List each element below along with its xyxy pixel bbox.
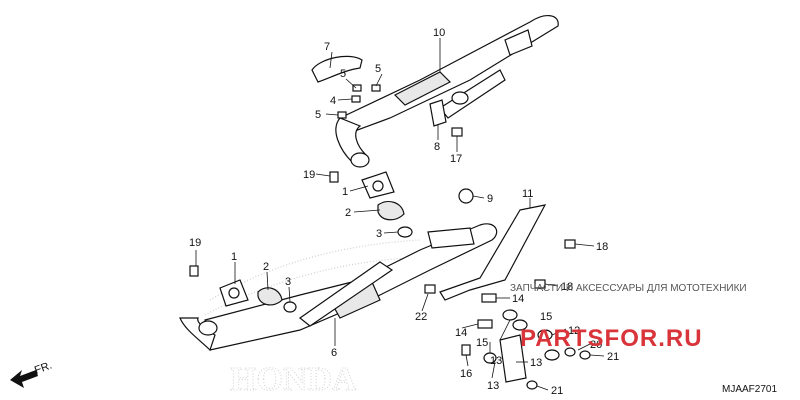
callout-20: 20 xyxy=(590,339,602,351)
front-direction-indicator: FR. xyxy=(10,359,54,388)
elbow-pipe-lower xyxy=(179,317,218,352)
site-watermark: ЗАПЧАСТИ И АКСЕССУАРЫ ДЛЯ МОТОТЕХНИКИ PA… xyxy=(510,283,747,352)
callout-1: 1 xyxy=(342,186,348,198)
callout-10: 10 xyxy=(433,27,445,39)
muffler-lower xyxy=(204,223,498,351)
callout-18: 18 xyxy=(596,241,608,253)
upper-flange-set xyxy=(329,171,413,238)
callout-2: 2 xyxy=(345,207,351,219)
callout-17: 17 xyxy=(450,153,462,165)
callout-5: 5 xyxy=(315,109,321,121)
callout-16: 16 xyxy=(460,368,472,380)
callout-14: 14 xyxy=(455,327,467,339)
callout-4: 4 xyxy=(330,95,336,107)
arrow-icon xyxy=(10,370,38,388)
direction-label: FR. xyxy=(33,359,54,376)
watermark-brand: PARTSFOR.RU xyxy=(520,325,703,352)
diagram-code: MJAAF2701 xyxy=(722,384,777,395)
callout-5: 5 xyxy=(340,68,346,80)
callout-5: 5 xyxy=(375,63,381,75)
watermark-tagline: ЗАПЧАСТИ И АКСЕССУАРЫ ДЛЯ МОТОТЕХНИКИ xyxy=(510,283,747,294)
callout-labels: 7 10 5 5 4 5 8 17 19 1 2 3 9 11 18 18 19… xyxy=(189,27,619,397)
callout-21: 21 xyxy=(607,351,619,363)
collars-and-nuts xyxy=(461,309,591,390)
elbow-pipe-upper xyxy=(335,117,370,168)
callout-12: 12 xyxy=(568,325,580,337)
callout-13: 13 xyxy=(530,357,542,369)
callout-3: 3 xyxy=(376,228,382,240)
bolt-17 xyxy=(451,127,463,148)
callout-14: 14 xyxy=(512,293,524,305)
bracket-11 xyxy=(439,204,547,383)
callout-11: 11 xyxy=(522,188,533,200)
callout-15: 15 xyxy=(540,311,552,323)
callout-9: 9 xyxy=(487,193,493,205)
clamp-8 xyxy=(429,99,447,127)
heat-guard-small xyxy=(311,55,363,83)
callout-3: 3 xyxy=(285,276,291,288)
callout-13: 13 xyxy=(490,355,502,367)
callout-15: 15 xyxy=(476,337,488,349)
callout-13: 13 xyxy=(487,380,499,392)
callout-8: 8 xyxy=(434,141,440,153)
ghost-honda-text: HONDA xyxy=(230,361,357,398)
callout-19: 19 xyxy=(303,169,315,181)
callout-1: 1 xyxy=(231,251,237,263)
muffler-upper xyxy=(339,15,559,133)
callout-18: 18 xyxy=(561,281,573,293)
callout-6: 6 xyxy=(331,347,337,359)
callout-7: 7 xyxy=(324,41,330,53)
callout-21: 21 xyxy=(551,385,563,397)
callout-2: 2 xyxy=(263,261,269,273)
leader-lines xyxy=(195,38,605,391)
callout-22: 22 xyxy=(415,311,427,323)
rubber-9 xyxy=(458,188,474,204)
lower-flange-set xyxy=(189,265,297,313)
callout-19: 19 xyxy=(189,237,201,249)
